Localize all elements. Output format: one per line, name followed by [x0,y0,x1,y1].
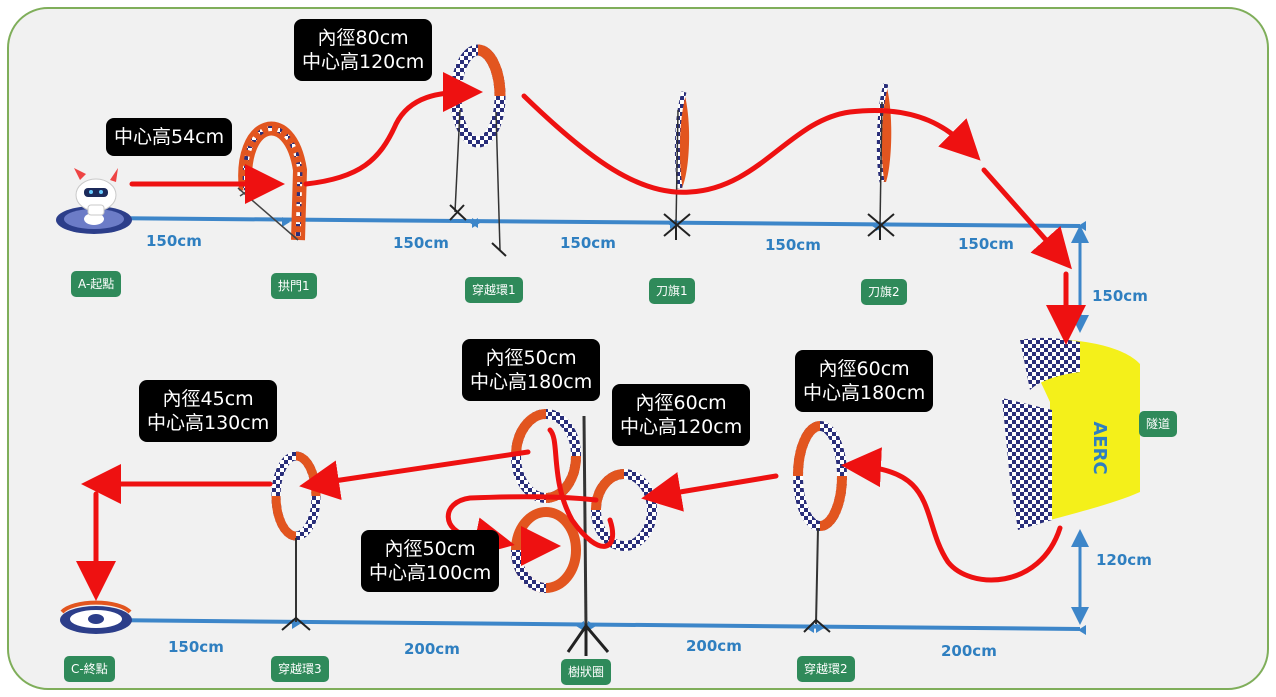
distance-bottom-3: 200cm [686,637,742,655]
callout-tree-right: 內徑60cm 中心高120cm [612,384,751,446]
distance-top-2: 150cm [393,234,449,252]
start-pad [56,168,132,234]
distance-top-4: 150cm [765,236,821,254]
robot-mascot-icon [74,168,118,216]
callout-line: 中心高54cm [114,126,225,148]
label-flag-1: 刀旗1 [649,278,695,304]
distance-top-5: 150cm [958,235,1014,253]
label-tunnel: 隧道 [1139,411,1178,437]
distance-bottom-4: 200cm [941,642,997,660]
callout-line: 中心高120cm [620,416,743,438]
label-end: C-終點 [64,656,115,682]
distance-top-1: 150cm [146,232,202,250]
callout-line: 中心高120cm [302,51,425,73]
callout-tree-bottom: 內徑50cm 中心高100cm [361,530,500,592]
callout-tree-top: 內徑50cm 中心高180cm [462,339,601,401]
frame [7,7,1269,690]
distance-right-upper: 150cm [1092,287,1148,305]
callout-ring-1: 內徑80cm 中心高120cm [294,19,433,81]
callout-line: 內徑60cm [635,392,727,414]
callout-line: 內徑45cm [162,388,254,410]
callout-line: 中心高180cm [470,371,593,393]
label-ring-1: 穿越環1 [465,277,523,303]
callout-ring-2: 內徑60cm 中心高180cm [795,350,934,412]
label-start: A-起點 [71,271,122,297]
label-ring-3: 穿越環3 [271,656,329,682]
callout-line: 中心高180cm [803,382,926,404]
flag-1 [663,91,691,240]
callout-line: 內徑60cm [818,358,910,380]
callout-line: 中心高130cm [147,412,270,434]
label-tree: 樹狀圈 [561,659,612,685]
label-flag-2: 刀旗2 [861,279,907,305]
callout-arch: 中心高54cm [106,118,233,156]
route-arrows [76,72,1086,601]
distance-bottom-2: 200cm [404,640,460,658]
callout-line: 內徑50cm [485,347,577,369]
callout-ring-3: 內徑45cm 中心高130cm [139,380,278,442]
flag-2 [867,83,895,240]
label-ring-2: 穿越環2 [797,656,855,682]
end-pad [60,600,132,634]
callout-line: 內徑50cm [384,538,476,560]
distance-top-3: 150cm [560,234,616,252]
tunnel-logo: AERC [1089,421,1110,474]
callout-line: 中心高100cm [369,562,492,584]
callout-line: 內徑80cm [317,27,409,49]
dimension-lines [91,216,1089,631]
distance-bottom-1: 150cm [168,638,224,656]
distance-right-lower: 120cm [1096,551,1152,569]
label-arch: 拱門1 [271,273,317,299]
tunnel: AERC [1002,337,1140,530]
